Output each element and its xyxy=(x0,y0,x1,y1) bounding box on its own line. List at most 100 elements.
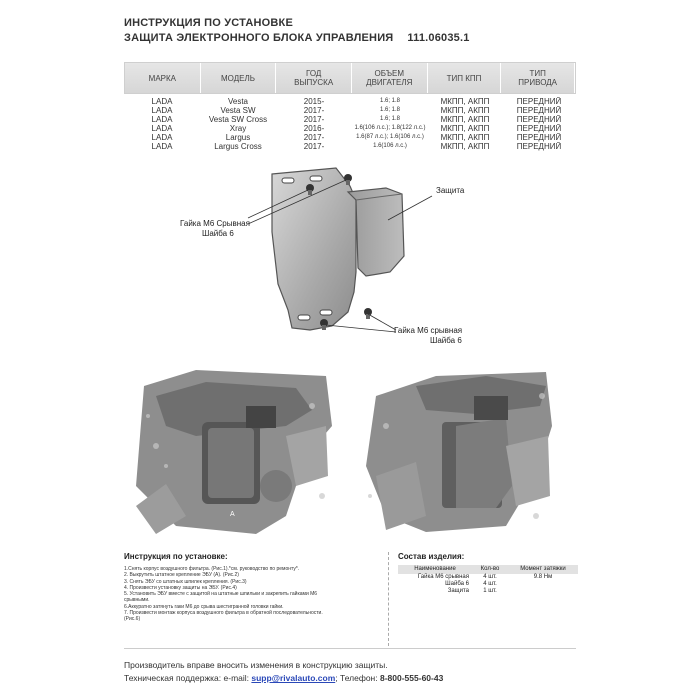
cell-drive: ПЕРЕДНИЙ xyxy=(516,142,562,151)
composition-item-name: Защита xyxy=(447,588,469,594)
table-row: LADA Vesta SW 2017- 1.6; 1.8 МКПП, АКПП … xyxy=(124,106,576,115)
cell-gearbox: МКПП, АКПП xyxy=(440,115,490,124)
table-row: LADA Largus 2017- 1.6(87 л.с.); 1.6(106 … xyxy=(124,133,576,142)
cell-engine: 1.6; 1.8 xyxy=(379,116,400,122)
header-drive-text: ТИП ПРИВОДА xyxy=(518,69,558,87)
cell-gearbox: МКПП, АКПП xyxy=(440,106,490,115)
phone-label: ; Телефон: xyxy=(335,673,378,683)
cell-gearbox: МКПП, АКПП xyxy=(440,142,490,151)
document-title: ИНСТРУКЦИЯ ПО УСТАНОВКЕ xyxy=(124,17,293,29)
plate-body xyxy=(271,167,357,331)
instruction-step: срывными. xyxy=(124,597,150,604)
instructions-title: Инструкция по установке: xyxy=(124,552,228,561)
support-email-link[interactable]: supp@rivalauto.com xyxy=(251,673,336,683)
cell-year: 2017- xyxy=(303,142,325,151)
plate-box xyxy=(346,187,405,277)
header-year-text: ГОД ВЫПУСКА xyxy=(294,69,334,87)
cell-year: 2017- xyxy=(303,115,325,124)
header-model: МОДЕЛЬ xyxy=(201,63,277,93)
instruction-step: 6.Аккуратно затянуть гаки М6 до срыва ше… xyxy=(124,603,284,610)
instruction-step: 7. Произвести монтаж корпуса воздушного … xyxy=(124,610,323,617)
cell-brand: LADA xyxy=(151,133,173,142)
cell-engine: 1.6; 1.8 xyxy=(379,98,400,104)
cell-gearbox: МКПП, АКПП xyxy=(440,133,490,142)
cell-drive: ПЕРЕДНИЙ xyxy=(516,106,562,115)
cell-brand: LADA xyxy=(151,124,173,133)
header-year: ГОД ВЫПУСКА xyxy=(276,63,352,93)
header-gearbox: ТИП КПП xyxy=(428,63,502,93)
label-washer-left: Шайба 6 xyxy=(202,229,234,238)
instruction-step: 2. Выкрутить штатное крепление ЭБУ (А). … xyxy=(124,572,239,579)
header-engine-text: ОБЪЕМ ДВИГАТЕЛЯ xyxy=(366,69,413,87)
composition-table: Наименование Кол-во Момент затяжки Гайка… xyxy=(398,565,578,595)
composition-item-qty: 4 шт. xyxy=(483,574,497,580)
footer-divider xyxy=(124,648,576,649)
composition-header-qty: Кол-во xyxy=(472,565,508,574)
cell-drive: ПЕРЕДНИЙ xyxy=(516,115,562,124)
cell-drive: ПЕРЕДНИЙ xyxy=(516,97,562,106)
composition-title: Состав изделия: xyxy=(398,552,465,561)
nut-icon xyxy=(364,308,372,319)
table-row: LADA Vesta 2015- 1.6; 1.8 МКПП, АКПП ПЕР… xyxy=(124,97,576,106)
table-row: LADA Largus Cross 2017- 1.6(106 л.с.) МК… xyxy=(124,142,576,151)
header-drive: ТИП ПРИВОДА xyxy=(501,63,575,93)
cell-engine: 1.6(87 л.с.); 1.6(106 л.с.) xyxy=(356,134,424,140)
cell-gearbox: МКПП, АКПП xyxy=(440,124,490,133)
label-protection: Защита xyxy=(436,186,465,195)
compatibility-table: МАРКА МОДЕЛЬ ГОД ВЫПУСКА ОБЪЕМ ДВИГАТЕЛЯ… xyxy=(124,62,576,151)
table-header: МАРКА МОДЕЛЬ ГОД ВЫПУСКА ОБЪЕМ ДВИГАТЕЛЯ… xyxy=(124,62,576,94)
cell-model: Vesta SW Cross xyxy=(208,115,268,124)
cell-drive: ПЕРЕДНИЙ xyxy=(516,133,562,142)
product-title: ЗАЩИТА ЭЛЕКТРОННОГО БЛОКА УПРАВЛЕНИЯ 111.… xyxy=(124,32,470,44)
cell-year: 2017- xyxy=(303,106,325,115)
mount-slot xyxy=(297,314,311,321)
cell-model: Vesta SW xyxy=(220,106,256,115)
label-washer-right: Шайба 6 xyxy=(430,336,462,345)
install-photo-after xyxy=(356,366,552,536)
cell-year: 2016- xyxy=(303,124,325,133)
header-engine: ОБЪЕМ ДВИГАТЕЛЯ xyxy=(352,63,428,93)
composition-item-name: Шайба 6 xyxy=(445,581,469,587)
cell-drive: ПЕРЕДНИЙ xyxy=(516,124,562,133)
label-nut-right: Гайка М6 срывная xyxy=(394,326,463,335)
cell-brand: LADA xyxy=(151,115,173,124)
instruction-step: 3. Снять ЭБУ со штатных шпилек крепления… xyxy=(124,578,247,585)
install-photo-before: A xyxy=(136,366,332,536)
cell-brand: LADA xyxy=(151,97,173,106)
section-divider xyxy=(388,552,389,646)
cell-brand: LADA xyxy=(151,142,173,151)
composition-item-qty: 1 шт. xyxy=(483,588,497,594)
cell-engine: 1.6(106 л.с.) xyxy=(373,143,407,149)
composition-item-qty: 4 шт. xyxy=(483,581,497,587)
protection-plate-drawing xyxy=(247,167,433,333)
product-name: ЗАЩИТА ЭЛЕКТРОННОГО БЛОКА УПРАВЛЕНИЯ xyxy=(124,32,394,44)
cell-year: 2015- xyxy=(303,97,325,106)
composition-item-torque xyxy=(508,588,578,595)
composition-item-name: Гайка М6 срывная xyxy=(417,574,469,580)
cell-engine: 1.6(106 л.с.); 1.8(122 л.с.) xyxy=(354,125,426,131)
instruction-step: 4. Произвести установку защиты на ЭБУ. (… xyxy=(124,584,237,591)
installation-instructions: Инструкция по установке: 1.Снять корпус … xyxy=(124,552,384,623)
cell-model: Vesta xyxy=(227,97,248,106)
composition-item-torque: 9.8 Нм xyxy=(533,574,553,580)
callout-A: A xyxy=(230,511,235,518)
product-code: 111.06035.1 xyxy=(407,32,470,44)
cell-gearbox: МКПП, АКПП xyxy=(440,97,490,106)
support-phone[interactable]: 8-800-555-60-43 xyxy=(379,673,444,683)
cell-engine: 1.6; 1.8 xyxy=(379,107,400,113)
mount-slot xyxy=(309,175,323,182)
cell-model: Xray xyxy=(229,124,247,133)
cell-model: Largus xyxy=(225,133,251,142)
cell-year: 2017- xyxy=(303,133,325,142)
composition-header-torque: Момент затяжки xyxy=(508,565,578,574)
label-nut-left: Гайка М6 Срывная xyxy=(180,219,250,228)
disclaimer: Производитель вправе вносить изменения в… xyxy=(124,660,388,670)
instruction-step: 5. Установить ЭБУ вместе с защитой на шт… xyxy=(124,591,318,598)
instruction-step: (Рис.6) xyxy=(124,616,141,623)
product-composition: Состав изделия: Наименование Кол-во Моме… xyxy=(398,552,578,595)
cell-brand: LADA xyxy=(151,106,173,115)
table-row: LADA Xray 2016- 1.6(106 л.с.); 1.8(122 л… xyxy=(124,124,576,133)
header-brand: МАРКА xyxy=(125,63,201,93)
mount-slot xyxy=(319,309,333,316)
composition-item-torque xyxy=(508,581,578,588)
